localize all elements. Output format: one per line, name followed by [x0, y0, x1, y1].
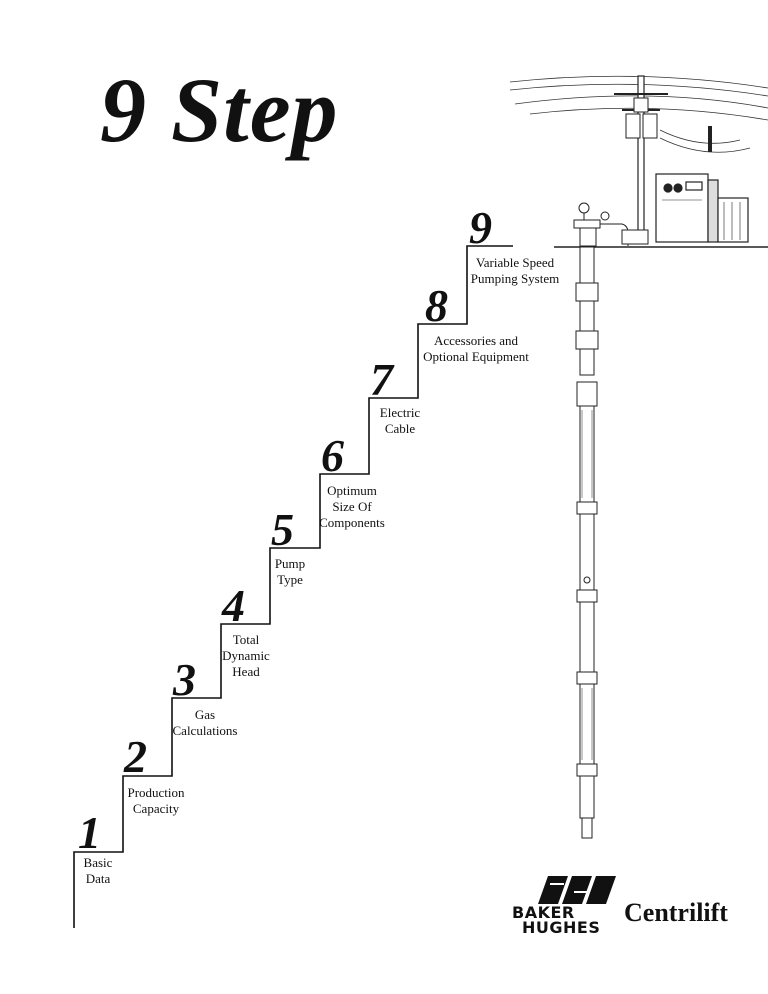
step-7-label-line: Electric [379, 405, 421, 420]
step-5-label-line: Pump [274, 556, 306, 571]
step-8-label: Accessories and Optional Equipment [420, 333, 532, 365]
step-2-label-line: Production [127, 785, 185, 800]
step-8-number: 8 [425, 280, 448, 331]
pumping-system-illustration [510, 75, 768, 839]
step-9-label-line: Pumping System [470, 271, 560, 286]
step-8-label-line: Optional Equipment [423, 349, 529, 364]
logo-line: BAKER [512, 903, 575, 922]
step-3-number: 3 [173, 654, 196, 705]
step-6-label: Optimum Size Of Components [318, 483, 386, 531]
step-7-number: 7 [370, 354, 393, 405]
step-7-label: Electric Cable [374, 405, 426, 437]
step-6-number: 6 [321, 430, 344, 481]
step-1-number: 1 [78, 807, 101, 858]
step-4-label-line: Total [232, 632, 260, 647]
step-1-label: Basic Data [78, 855, 118, 887]
wellhead-icon [573, 202, 649, 247]
step-4-label: Total Dynamic Head [222, 632, 270, 680]
step-3-label-line: Gas [194, 707, 216, 722]
baker-hughes-emblem-icon [538, 876, 616, 904]
step-2-label-line: Capacity [132, 801, 180, 816]
step-8-label-line: Accessories and [433, 333, 519, 348]
esp-string [576, 381, 598, 839]
step-6-label-line: Optimum [327, 483, 377, 498]
step-6-label-line: Components [319, 515, 385, 530]
baker-hughes-wordmark: BAKER HUGHES [512, 903, 601, 937]
step-5-label: Pump Type [274, 556, 306, 588]
logo-line: HUGHES [522, 918, 601, 937]
step-2-label: Production Capacity [124, 785, 188, 817]
step-1-label-line: Data [85, 871, 111, 886]
step-9-label-line: Variable Speed [475, 255, 555, 270]
step-9-number: 9 [469, 202, 492, 253]
page-title: 9 Step [100, 59, 339, 161]
control-panel-icon [655, 173, 749, 243]
step-6-label-line: Size Of [332, 499, 372, 514]
step-7-label-line: Cable [384, 421, 416, 436]
step-4-label-line: Head [232, 664, 260, 679]
step-1-label-line: Basic [83, 855, 113, 870]
step-5-number: 5 [271, 504, 294, 555]
step-9-label: Variable Speed Pumping System [470, 255, 560, 287]
step-4-label-line: Dynamic [222, 648, 270, 663]
step-3-label-line: Calculations [172, 723, 238, 738]
step-2-number: 2 [124, 731, 147, 782]
step-3-label: Gas Calculations [172, 707, 238, 739]
centrilift-brand: Centrilift [624, 898, 728, 927]
step-4-number: 4 [222, 580, 245, 631]
tubing [575, 246, 599, 376]
step-5-label-line: Type [277, 572, 303, 587]
baker-hughes-logo: BAKER HUGHES [510, 874, 620, 938]
staircase-line [73, 245, 513, 928]
